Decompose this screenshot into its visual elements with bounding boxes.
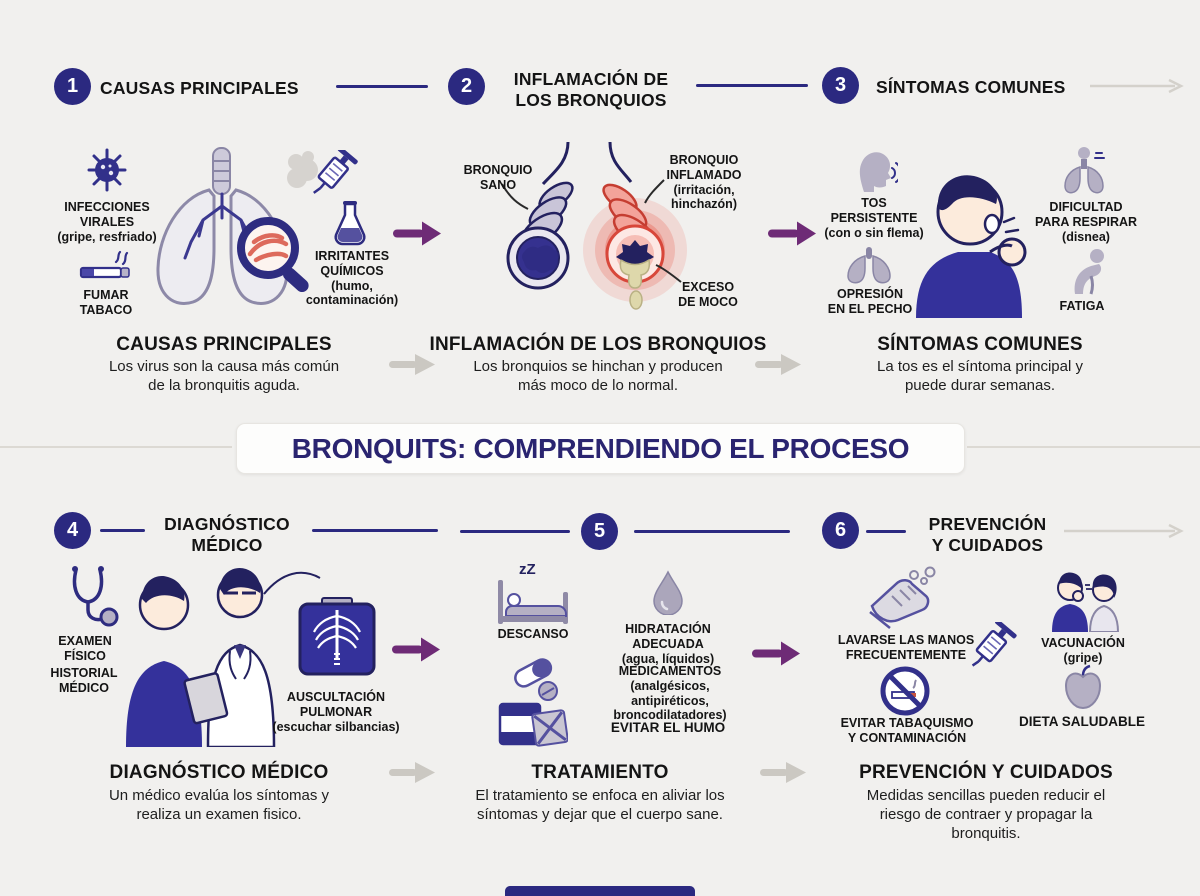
pills-icon <box>508 655 560 705</box>
medications-label: MEDICAMENTOS (analgésicos, antipiréticos… <box>613 664 727 723</box>
medicine-box-icon <box>498 700 568 748</box>
header-line <box>634 530 790 533</box>
breathing-difficulty-icon <box>1060 145 1108 195</box>
fatigue-label: FATIGA <box>1059 299 1105 313</box>
footer-arrow-5-icon <box>760 759 808 786</box>
avoid-smoke-label: EVITAR EL HUMO <box>610 720 726 735</box>
header-line <box>866 530 906 533</box>
flow-arrow-2-3-icon <box>768 220 818 247</box>
section-1-footer-desc: Los virus son la causa más común de la b… <box>108 358 340 395</box>
flow-arrow-5-6-icon <box>752 640 802 667</box>
coughing-head-icon <box>850 146 898 196</box>
bottom-accent-bar <box>505 886 695 896</box>
step-3-title: SÍNTOMAS COMUNES <box>876 77 1066 97</box>
chemical-flask-icon <box>332 200 368 247</box>
main-title: BRONQUITS: COMPRENDIENDO EL PROCESO <box>291 432 910 464</box>
section-3-footer-title: SÍNTOMAS COMUNES <box>877 334 1083 355</box>
section-4-footer-title: DIAGNÓSTICO MÉDICO <box>109 762 329 783</box>
section-6-footer-title: PREVENCIÓN Y CUIDADOS <box>859 762 1113 783</box>
magnifier-icon <box>232 212 317 300</box>
exam-label: EXAMEN FÍSICO <box>58 634 112 663</box>
flow-arrow-4-5-icon <box>392 636 442 663</box>
no-smoking-icon <box>880 664 930 718</box>
header-line <box>460 530 570 533</box>
smoke-icon <box>283 148 321 190</box>
apple-icon <box>1064 664 1102 710</box>
step-3-number: 3 <box>822 67 859 104</box>
tobacco-label: FUMAR TABACO <box>79 288 133 317</box>
handwashing-icon <box>868 566 938 630</box>
history-label: HISTORIAL MÉDICO <box>50 666 118 695</box>
step-6-title: PREVENCIÓN Y CUIDADOS <box>928 514 1047 555</box>
syringe-icon <box>312 150 364 206</box>
chest-label: OPRESIÓN EN EL PECHO <box>827 287 913 316</box>
section-1-footer-title: CAUSAS PRINCIPALES <box>116 334 332 355</box>
irritants-label: IRRITANTES QUÍMICOS (humo, contaminación… <box>305 249 399 308</box>
step-6-number: 6 <box>822 512 859 549</box>
header-line <box>336 85 428 88</box>
mucus-label: EXCESO DE MOCO <box>678 280 738 309</box>
footer-arrow-4-icon <box>389 759 437 786</box>
vaccination-couple-icon <box>1048 572 1122 632</box>
header-arrow-icon <box>1090 78 1186 94</box>
vaccination-label: VACUNACIÓN (gripe) <box>1041 636 1125 665</box>
section-5-footer-title: TRATAMIENTO <box>531 762 669 783</box>
banner-right-line <box>967 446 1200 448</box>
inflamed-bronchus-label: BRONQUIO INFLAMADO (irritación, hinchazó… <box>666 153 742 212</box>
section-2-footer-desc: Los bronquios se hinchan y producen más … <box>473 358 723 395</box>
coughing-man-illustration <box>908 160 1043 318</box>
sleep-z-text: zZ <box>519 561 536 578</box>
vaccine-syringe-icon <box>968 622 1024 678</box>
main-title-banner: BRONQUITS: COMPRENDIENDO EL PROCESO <box>236 423 965 474</box>
step-2-number: 2 <box>448 68 485 105</box>
flow-arrow-1-2-icon <box>393 220 443 247</box>
footer-arrow-1-icon <box>389 351 437 378</box>
breath-label: DIFICULTAD PARA RESPIRAR (disnea) <box>1034 200 1138 244</box>
step-2-title: INFLAMACIÓN DE LOS BRONQUIOS <box>513 69 669 110</box>
header-line <box>696 84 808 87</box>
cough-label: TOS PERSISTENTE (con o sin flema) <box>824 196 924 240</box>
header-line <box>100 529 145 532</box>
step-1-title: CAUSAS PRINCIPALES <box>100 78 299 98</box>
bed-rest-icon <box>496 578 570 626</box>
section-2-footer-title: INFLAMACIÓN DE LOS BRONQUIOS <box>429 334 767 355</box>
avoid-tobacco-label: EVITAR TABAQUISMO Y CONTAMINACIÓN <box>840 716 974 745</box>
section-6-footer-desc: Medidas sencillas pueden reducir el ries… <box>866 787 1106 843</box>
step-5-number: 5 <box>581 513 618 550</box>
lungs-icon <box>846 246 892 284</box>
virus-label: INFECCIONES VIRALES (gripe, resfriado) <box>57 200 157 244</box>
virus-icon <box>85 147 129 193</box>
step-1-number: 1 <box>54 68 91 105</box>
step-4-title: DIAGNÓSTICO MÉDICO <box>164 514 290 555</box>
wash-hands-label: LAVARSE LAS MANOS FRECUENTEMENTE <box>837 633 975 662</box>
step-4-number: 4 <box>54 512 91 549</box>
hydration-label: HIDRATACIÓN ADECUADA (agua, líquidos) <box>621 622 715 666</box>
stethoscope-icon <box>66 566 120 628</box>
section-4-footer-desc: Un médico evalúa los síntomas y realiza … <box>108 787 330 824</box>
cigarette-icon <box>78 248 136 286</box>
fatigue-icon <box>1063 246 1109 296</box>
doctor-patient-illustration <box>112 563 292 747</box>
section-5-footer-desc: El tratamiento se enfoca en aliviar los … <box>475 787 725 824</box>
section-3-footer-desc: La tos es el síntoma principal y puede d… <box>877 358 1083 395</box>
footer-arrow-2-icon <box>755 351 803 378</box>
header-line <box>312 529 438 532</box>
bronchi-illustration <box>450 140 710 320</box>
diet-label: DIETA SALUDABLE <box>1019 714 1145 729</box>
auscultation-label: AUSCULTACIÓN PULMONAR (escuchar silbanci… <box>272 690 400 734</box>
water-drop-icon <box>652 570 684 615</box>
healthy-bronchus-label: BRONQUIO SANO <box>463 163 533 192</box>
rest-label: DESCANSO <box>497 627 569 641</box>
banner-left-line <box>0 446 232 448</box>
xray-leader-line <box>262 566 322 596</box>
header-arrow-icon <box>1064 523 1186 539</box>
xray-icon <box>298 596 376 678</box>
